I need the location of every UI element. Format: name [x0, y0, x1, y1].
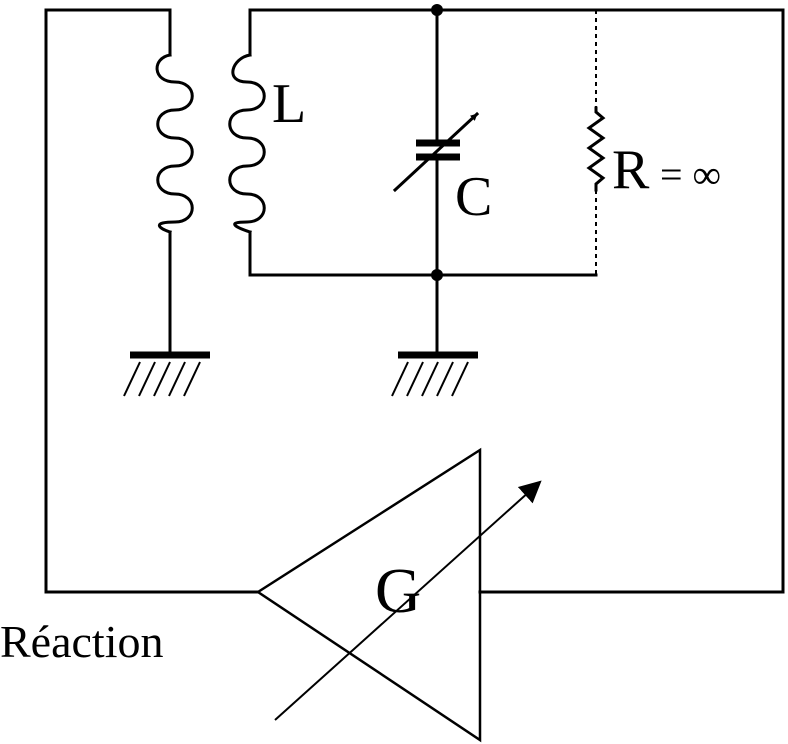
feedback-loop-wire [44, 8, 260, 594]
ground-icon [123, 351, 210, 397]
junction-dot-icon [431, 4, 443, 16]
amplifier-label: G [375, 555, 421, 626]
inductor-l [228, 8, 439, 277]
variable-gain-arrow-icon [274, 480, 542, 721]
junction-dot-icon [431, 269, 443, 281]
variable-arrow-icon [392, 111, 480, 193]
variable-capacitor-c [392, 111, 480, 193]
resistor-label: R [612, 139, 650, 201]
feedback-label: Réaction [0, 616, 164, 667]
resistor-r [586, 10, 606, 275]
amplifier-g [255, 447, 542, 743]
capacitor-label: C [455, 166, 492, 228]
ground-icon [391, 351, 478, 397]
resistor-value-label: = ∞ [660, 152, 721, 197]
inductor-label: L [272, 73, 306, 135]
tank-circuit-wires [248, 8, 785, 594]
primary-coil [155, 53, 194, 357]
